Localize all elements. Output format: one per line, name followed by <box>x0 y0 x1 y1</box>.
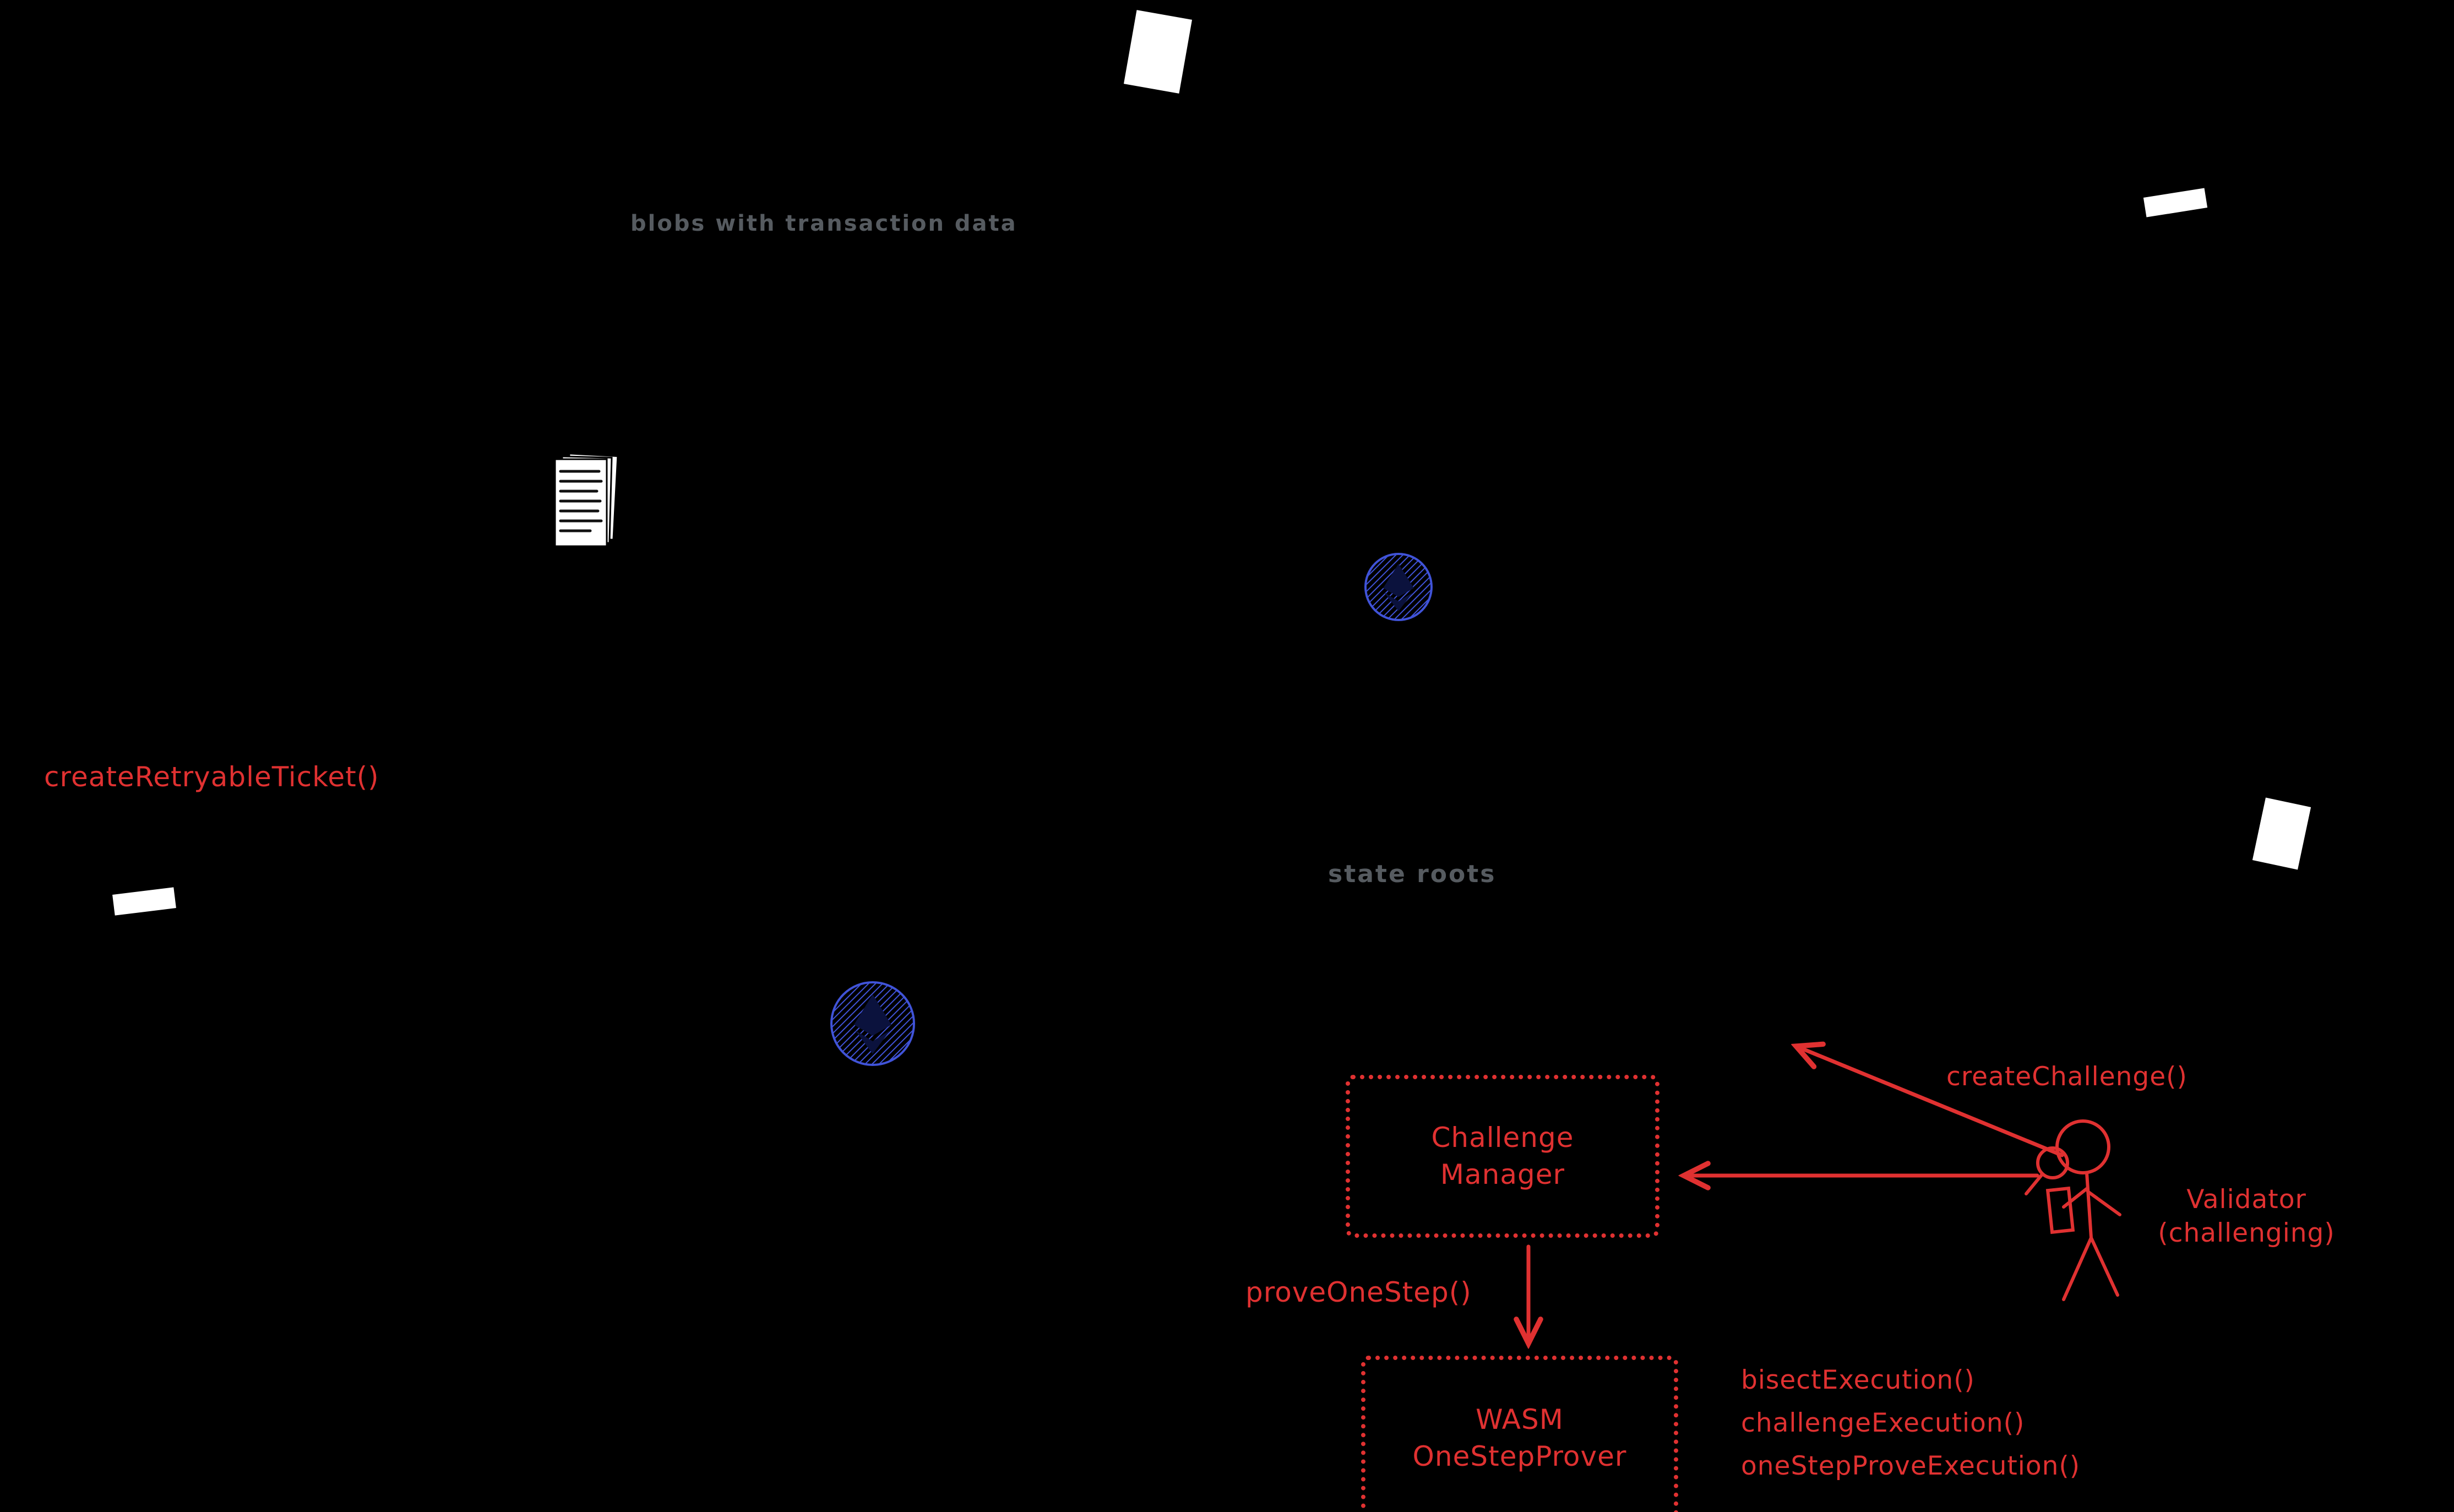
wasm-one-step-prover-box: WASM OneStepProver <box>1361 1356 1678 1512</box>
blobs-caption: blobs with transaction data <box>630 211 1017 236</box>
one-step-prove-execution-label: oneStepProveExecution() <box>1741 1451 2081 1481</box>
challenge-manager-box: Challenge Manager <box>1346 1075 1659 1238</box>
ethereum-logo-icon <box>830 981 915 1066</box>
execution-functions-list: bisectExecution() challengeExecution() o… <box>1741 1359 2080 1488</box>
validator-caption-line2: (challenging) <box>2158 1218 2335 1249</box>
wasm-label-line1: WASM <box>1476 1403 1564 1435</box>
bisect-execution-label: bisectExecution() <box>1741 1365 1975 1395</box>
state-roots-caption: state roots <box>1328 860 1497 888</box>
arrow-challenge-upleft <box>1796 1046 2064 1157</box>
challenge-manager-label-line1: Challenge <box>1431 1121 1574 1154</box>
validator-stick-figure-icon <box>2025 1119 2121 1301</box>
challenge-execution-label: challengeExecution() <box>1741 1408 2025 1438</box>
create-retryable-ticket-label: createRetryableTicket() <box>44 761 379 793</box>
challenge-manager-label-line2: Manager <box>1440 1159 1565 1190</box>
wasm-label-line2: OneStepProver <box>1412 1440 1627 1472</box>
document-icon <box>554 453 619 547</box>
prove-one-step-label: proveOneStep() <box>1245 1276 1472 1308</box>
create-challenge-label: createChallenge() <box>1946 1062 2188 1092</box>
ethereum-logo-icon <box>1364 553 1433 621</box>
validator-caption-line1: Validator <box>2186 1184 2306 1215</box>
validator-caption: Validator (challenging) <box>2139 1183 2354 1250</box>
